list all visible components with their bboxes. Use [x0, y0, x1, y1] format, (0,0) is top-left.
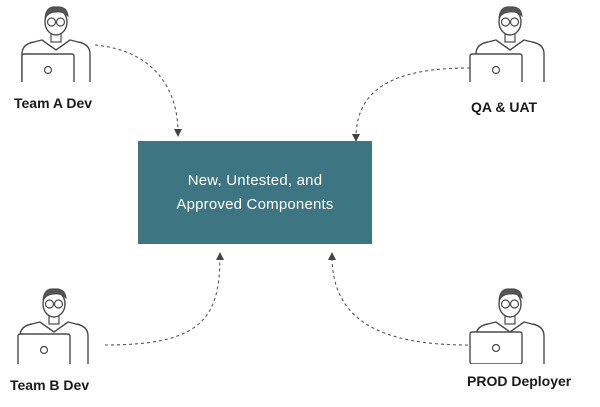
components-box: New, Untested, and Approved Components — [138, 141, 372, 244]
team-b-dev-figure — [6, 284, 102, 364]
actor-label-prod-deployer: PROD Deployer — [467, 373, 572, 389]
developer-at-laptop-icon — [469, 6, 545, 82]
developer-at-laptop-icon — [17, 288, 89, 364]
team-a-dev-figure — [8, 2, 104, 82]
components-box-line-2: Approved Components — [176, 195, 334, 213]
connector-team-a-dev — [94, 44, 182, 137]
connector-qa-uat — [352, 67, 471, 142]
actor-label-team-a-dev: Team A Dev — [14, 95, 93, 111]
actor-label-qa-uat: QA & UAT — [471, 99, 538, 115]
connector-prod-deployer — [328, 252, 469, 346]
connector-team-b-dev — [104, 252, 224, 346]
developer-at-laptop-icon — [469, 288, 545, 364]
developer-at-laptop-icon — [21, 6, 91, 82]
prod-deployer-figure — [462, 284, 558, 364]
components-box-line-1: New, Untested, and — [187, 171, 323, 189]
actor-label-team-b-dev: Team B Dev — [10, 377, 90, 393]
qa-uat-figure — [462, 2, 558, 82]
